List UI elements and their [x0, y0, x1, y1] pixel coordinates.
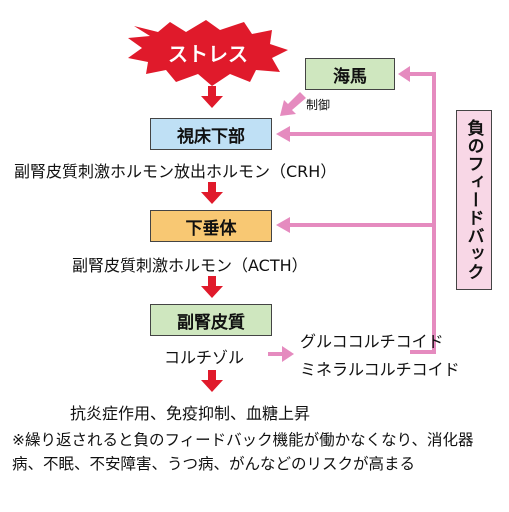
stress-burst	[128, 20, 288, 86]
adrenal-cortex-label: 副腎皮質	[177, 312, 245, 333]
adrenal-cortex-box: 副腎皮質	[150, 304, 272, 336]
inhibition-label: 制御	[306, 98, 331, 112]
effects-label: 抗炎症作用、免疫抑制、血糖上昇	[70, 404, 311, 423]
pituitary-label: 下垂体	[185, 218, 237, 239]
stress-label: ストレス	[168, 42, 248, 66]
glucocorticoid-label: グルココルチコイド	[300, 332, 444, 351]
hippocampus-label: 海馬	[333, 66, 367, 87]
hippocampus-box: 海馬	[305, 58, 395, 90]
acth-label: 副腎皮質刺激ホルモン（ACTH）	[72, 256, 308, 275]
mineralocorticoid-label: ミネラルコルチコイド	[300, 360, 460, 379]
feedback-label: 負のフィードバック	[463, 119, 484, 281]
feedback-box: 負のフィードバック	[456, 110, 492, 290]
feedback-arrows	[268, 66, 436, 362]
footnote: ※繰り返されると負のフィードバック機能が働かなくなり、消化器病、不眠、不安障害、…	[12, 431, 474, 473]
red-arrows	[201, 86, 223, 392]
cortisol-label: コルチゾル	[164, 348, 245, 367]
pituitary-box: 下垂体	[150, 210, 272, 242]
crh-label: 副腎皮質刺激ホルモン放出ホルモン（CRH）	[14, 162, 337, 181]
hypothalamus-label: 視床下部	[177, 126, 245, 147]
hypothalamus-box: 視床下部	[150, 118, 272, 150]
